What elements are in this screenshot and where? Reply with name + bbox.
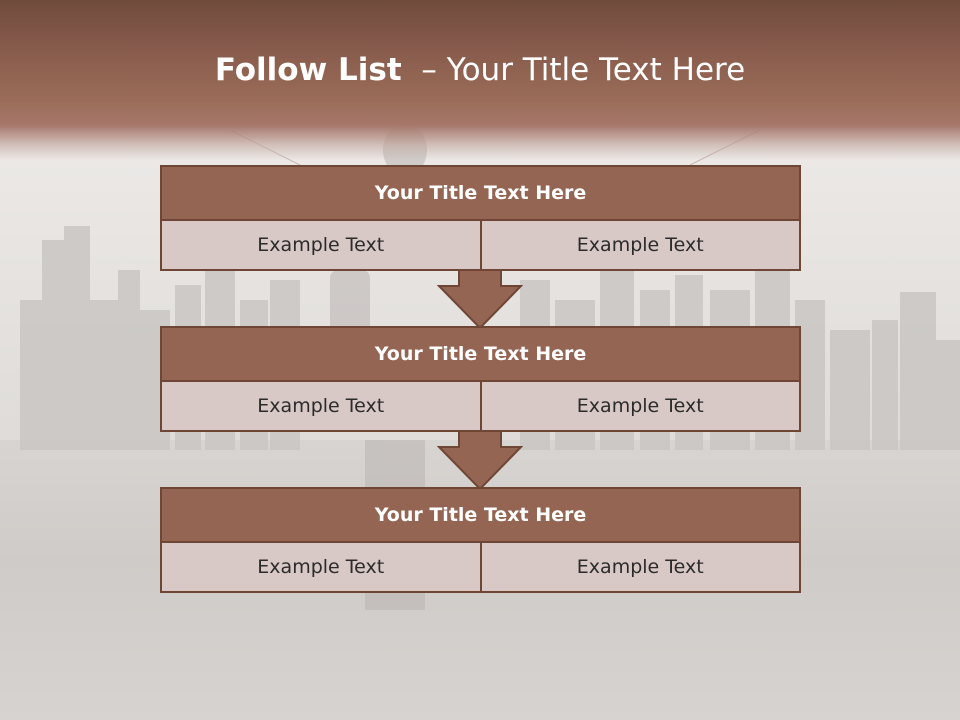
list-block-2: Your Title Text Here Example Text Exampl… (160, 326, 801, 432)
block-title: Your Title Text Here (160, 165, 801, 221)
block-row: Example Text Example Text (160, 543, 801, 593)
block-cell-right: Example Text (479, 382, 800, 430)
slide-title: Follow List – Your Title Text Here (0, 52, 960, 88)
block-cell-right: Example Text (479, 221, 800, 269)
list-block-1: Your Title Text Here Example Text Exampl… (160, 165, 801, 271)
slide-title-bold: Follow List (214, 52, 402, 88)
slide-title-rest: – Your Title Text Here (421, 52, 746, 88)
block-row: Example Text Example Text (160, 221, 801, 271)
down-arrow-icon (437, 431, 523, 491)
block-cell-right: Example Text (479, 543, 800, 591)
block-row: Example Text Example Text (160, 382, 801, 432)
block-cell-left: Example Text (257, 556, 385, 578)
down-arrow-icon (437, 270, 523, 330)
header-band (0, 0, 960, 160)
block-title: Your Title Text Here (160, 326, 801, 382)
block-title: Your Title Text Here (160, 487, 801, 543)
list-block-3: Your Title Text Here Example Text Exampl… (160, 487, 801, 593)
block-cell-left: Example Text (257, 234, 385, 256)
block-cell-left: Example Text (257, 395, 385, 417)
